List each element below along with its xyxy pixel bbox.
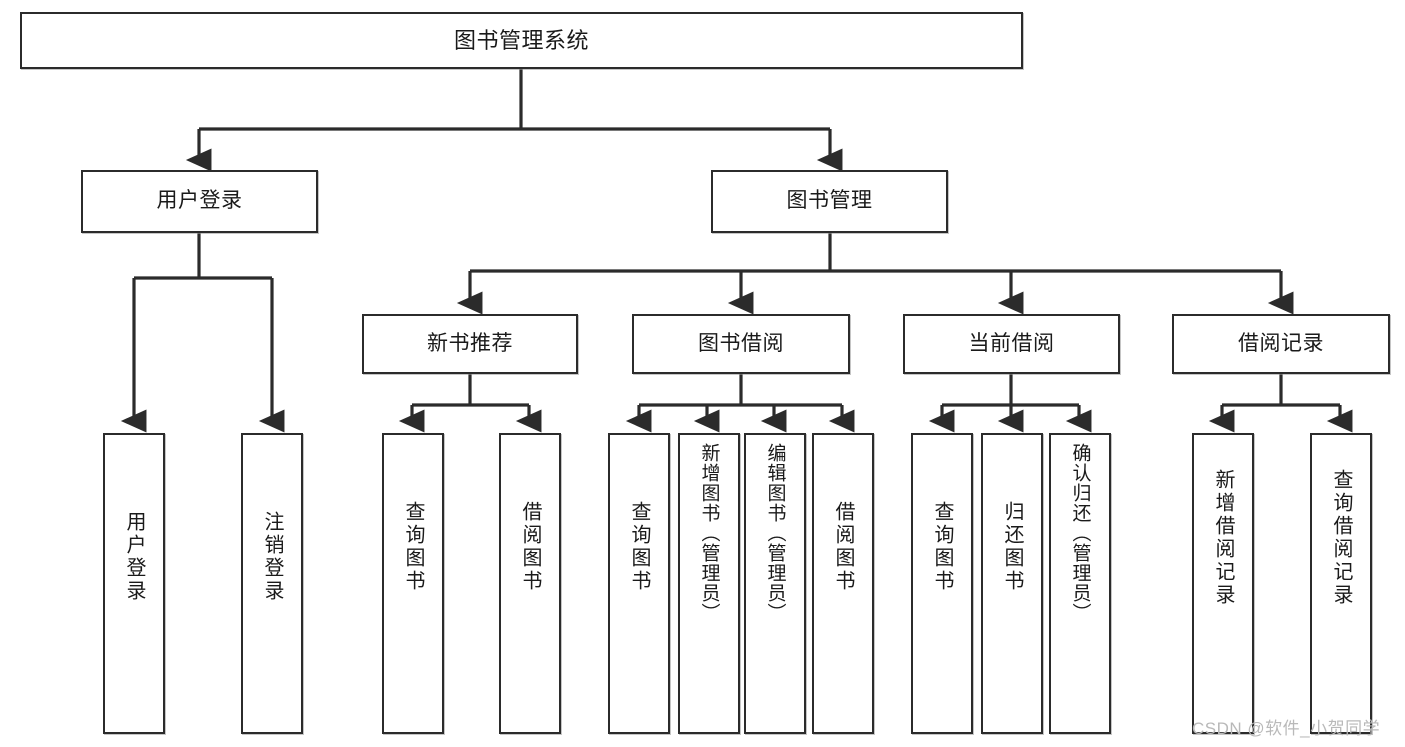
node-leaf-user-login-label: 用户登录 <box>123 511 145 603</box>
node-leaf-user-logout[interactable]: 注销登录 <box>241 433 303 734</box>
node-leaf-query-book-1[interactable]: 查询图书 <box>382 433 444 734</box>
node-user-login-label: 用户登录 <box>156 189 243 213</box>
node-leaf-query-book-2[interactable]: 查询图书 <box>608 433 670 734</box>
node-leaf-query-book-2-label: 查询图书 <box>628 501 650 593</box>
node-borrow-record[interactable]: 借阅记录 <box>1172 314 1390 374</box>
node-book-management-label: 图书管理 <box>786 189 873 213</box>
node-leaf-add-book[interactable]: 新增图书（管理员） <box>678 433 740 734</box>
node-borrow-record-label: 借阅记录 <box>1238 331 1324 355</box>
node-leaf-query-book-3[interactable]: 查询图书 <box>911 433 973 734</box>
csdn-watermark: CSDN @软件_小贺同学 <box>1192 719 1381 738</box>
node-user-login[interactable]: 用户登录 <box>81 170 318 233</box>
node-leaf-borrow-book-1[interactable]: 借阅图书 <box>499 433 561 734</box>
node-leaf-query-book-1-label: 查询图书 <box>402 501 424 593</box>
node-new-book-recommend-label: 新书推荐 <box>427 331 513 355</box>
node-leaf-user-logout-label: 注销登录 <box>261 511 283 603</box>
node-leaf-return-book-label: 归还图书 <box>1001 501 1023 593</box>
node-current-borrow[interactable]: 当前借阅 <box>903 314 1120 374</box>
node-leaf-edit-book[interactable]: 编辑图书（管理员） <box>744 433 806 734</box>
node-leaf-query-book-3-label: 查询图书 <box>931 501 953 593</box>
node-leaf-user-login[interactable]: 用户登录 <box>103 433 165 734</box>
node-leaf-borrow-book-2-label: 借阅图书 <box>832 501 854 593</box>
node-leaf-add-borrow-record[interactable]: 新增借阅记录 <box>1192 433 1254 734</box>
node-leaf-borrow-book-1-label: 借阅图书 <box>519 501 541 593</box>
node-root-system[interactable]: 图书管理系统 <box>20 12 1023 69</box>
node-leaf-confirm-return[interactable]: 确认归还（管理员） <box>1049 433 1111 734</box>
node-current-borrow-label: 当前借阅 <box>968 331 1055 355</box>
node-leaf-query-borrow-record[interactable]: 查询借阅记录 <box>1310 433 1372 734</box>
node-book-borrow-label: 图书借阅 <box>698 331 784 355</box>
node-leaf-edit-book-label: 编辑图书（管理员） <box>764 443 786 623</box>
node-leaf-confirm-return-label: 确认归还（管理员） <box>1069 443 1091 623</box>
node-leaf-query-borrow-record-label: 查询借阅记录 <box>1330 469 1352 607</box>
node-book-borrow[interactable]: 图书借阅 <box>632 314 850 374</box>
node-leaf-add-book-label: 新增图书（管理员） <box>698 443 720 623</box>
node-root-label: 图书管理系统 <box>453 27 589 53</box>
node-new-book-recommend[interactable]: 新书推荐 <box>362 314 578 374</box>
node-book-management[interactable]: 图书管理 <box>711 170 948 233</box>
node-leaf-add-borrow-record-label: 新增借阅记录 <box>1212 469 1234 607</box>
node-leaf-return-book[interactable]: 归还图书 <box>981 433 1043 734</box>
node-leaf-borrow-book-2[interactable]: 借阅图书 <box>812 433 874 734</box>
